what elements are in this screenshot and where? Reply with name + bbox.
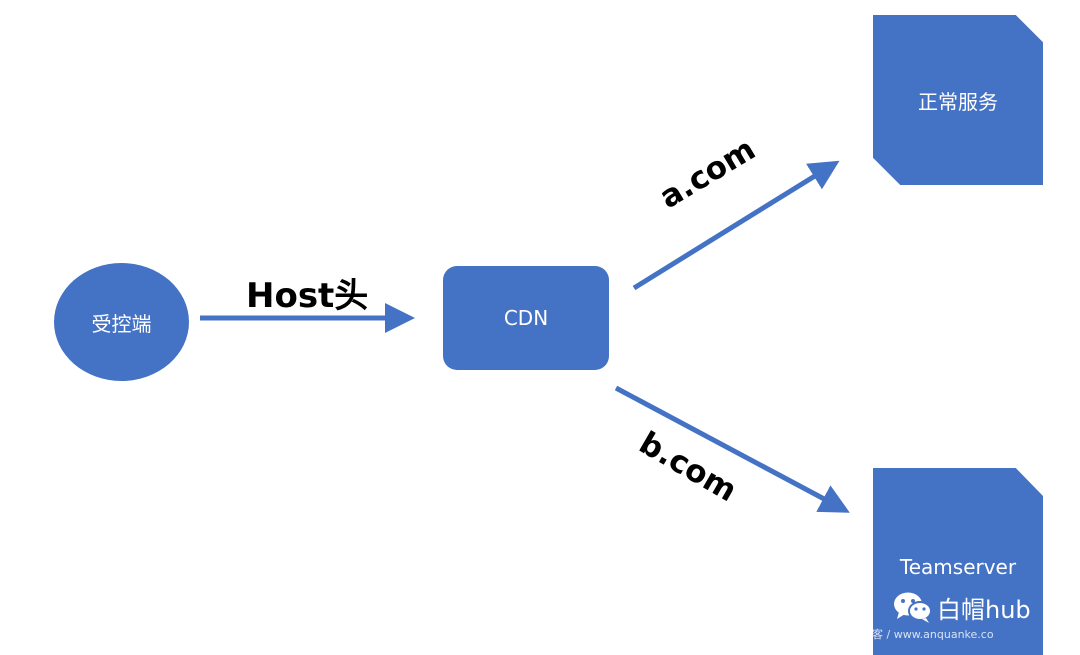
cdn-node: CDN bbox=[443, 266, 609, 370]
watermark: 白帽hub bbox=[893, 588, 1031, 626]
client-label: 受控端 bbox=[91, 311, 152, 336]
teamserver-label: Teamserver bbox=[899, 554, 1017, 579]
watermark-text: 白帽hub bbox=[937, 595, 1031, 624]
cdn-label: CDN bbox=[503, 306, 549, 330]
normal-service-label: 正常服务 bbox=[918, 89, 998, 114]
client-node: 受控端 bbox=[54, 263, 189, 381]
arrow-cdn-to-normal bbox=[632, 160, 840, 291]
teamserver-node: Teamserver bbox=[873, 468, 1043, 655]
wechat-icon bbox=[894, 592, 932, 623]
watermark-url: 客 / www.anquanke.co bbox=[872, 628, 994, 641]
arrow-cdn-to-teamserver bbox=[614, 385, 850, 513]
normal-service-node: 正常服务 bbox=[873, 15, 1043, 185]
host-header-label: Host头 bbox=[246, 276, 369, 316]
